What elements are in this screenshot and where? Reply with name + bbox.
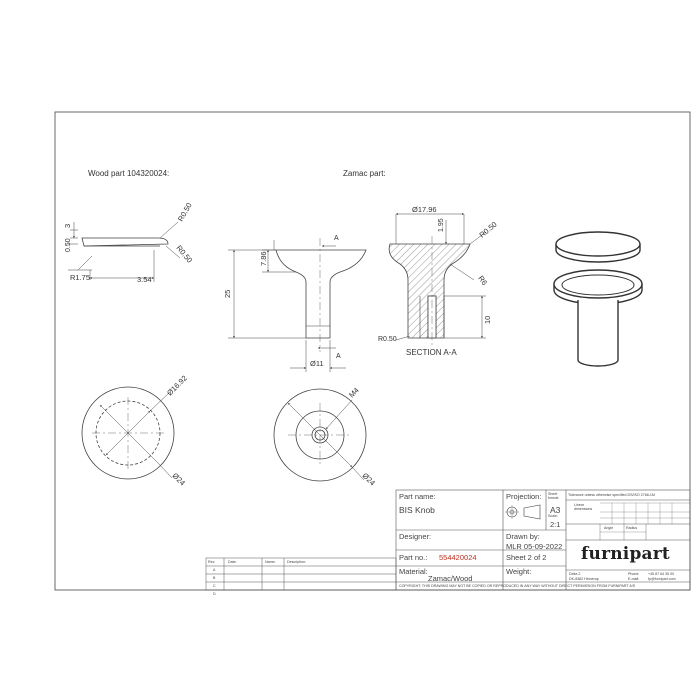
rev-header: Rev.	[208, 560, 216, 564]
projection-label: Projection:	[506, 492, 542, 501]
email-label: E-mail:	[628, 577, 640, 581]
brand-logo: furnipart	[581, 544, 670, 564]
wood-edge-radius-bottom: R0.50	[174, 244, 194, 265]
material-value: Zamac/Wood	[428, 574, 473, 583]
zamac-cap-height-dim: 7.86	[259, 251, 268, 266]
rev-row-a: A	[213, 568, 216, 572]
wood-edge-radius-top: R0.50	[176, 201, 194, 223]
drawn-by-value: MLR 05-09-2022	[506, 542, 563, 551]
isometric-view	[553, 231, 643, 367]
wood-diameter-outer: Ø24	[171, 471, 187, 487]
part-name-label: Part name:	[399, 492, 436, 501]
part-name-value: BIS Knob	[399, 505, 435, 515]
section-title: SECTION A-A	[406, 348, 457, 357]
part-no-label: Part no.:	[399, 553, 428, 562]
sheet-of: Sheet 2 of 2	[506, 553, 547, 562]
part-no-value: 554420024	[439, 553, 477, 562]
linear-dimensions-label: Linear dimensions	[574, 503, 593, 512]
rev-row-b: B	[213, 576, 216, 580]
phone-value: +45 87 64 35 00	[648, 572, 675, 576]
wood-part-label: Wood part 104320024:	[88, 169, 169, 178]
copyright-notice: COPYRIGHT: THIS DRAWING MAY NOT BE COPIE…	[399, 584, 636, 588]
rev-row-d: D	[213, 592, 216, 596]
description-header: Description:	[287, 560, 306, 564]
zamac-bottom-view	[273, 388, 367, 482]
address-line-1: Delta 2	[569, 572, 581, 576]
wood-thickness-dim: 3	[63, 224, 72, 228]
zamac-thread-dim: M4	[347, 386, 361, 400]
zamac-bottom-diameter: Ø24	[361, 471, 377, 487]
wood-small-height-dim: 0.50	[65, 238, 72, 252]
wood-diameter-dashed: Ø16.92	[165, 374, 189, 398]
weight-label: Weight:	[506, 567, 532, 576]
section-lip-dim: 1.95	[438, 218, 445, 232]
angle-label: Angle	[604, 526, 614, 530]
designer-label: Designer:	[399, 532, 432, 541]
section-view	[388, 213, 487, 346]
zamac-part-label: Zamac part:	[343, 169, 386, 178]
title-block-grid	[395, 489, 691, 591]
section-radius-mid: R6	[476, 274, 489, 287]
wood-bottom-view	[81, 386, 175, 480]
wood-side-view	[68, 221, 181, 282]
sheet-format-label: Sheet format:	[548, 492, 560, 501]
name-header: Name:	[265, 560, 276, 564]
radius-label: Radius	[626, 526, 638, 530]
section-radius-top: R0.50	[478, 220, 499, 240]
sheet-format-value: A3	[550, 505, 561, 515]
scale-value: 2:1	[550, 520, 561, 529]
zamac-side-view	[228, 238, 367, 372]
zamac-stem-diameter-dim: Ø11	[310, 359, 324, 368]
section-marker-bottom: A	[336, 353, 341, 360]
section-top-diameter: Ø17.96	[412, 205, 437, 214]
rev-row-c: C	[213, 584, 216, 588]
material-label: Material:	[399, 567, 428, 576]
wood-fillet-dim: R1.75	[70, 273, 90, 282]
section-radius-bottom: R0.50	[378, 336, 397, 343]
address-line-2: DK-8382 Hinnerup	[569, 577, 599, 581]
zamac-total-height-dim: 25	[223, 290, 232, 298]
wood-offset-dim: 3.54	[137, 275, 152, 284]
phone-label: Phone:	[628, 572, 640, 576]
date-header: Date:	[228, 560, 237, 564]
projection-symbol	[505, 504, 541, 520]
scale-label: Scale:	[548, 514, 558, 518]
section-marker-top: A	[334, 235, 339, 242]
tolerance-title: Tolerance unless otherwise specified DS/…	[568, 493, 655, 497]
section-thread-depth: 10	[483, 316, 492, 324]
email-value: fp@furnipart.com	[648, 577, 676, 581]
drawn-by-label: Drawn by:	[506, 532, 540, 541]
